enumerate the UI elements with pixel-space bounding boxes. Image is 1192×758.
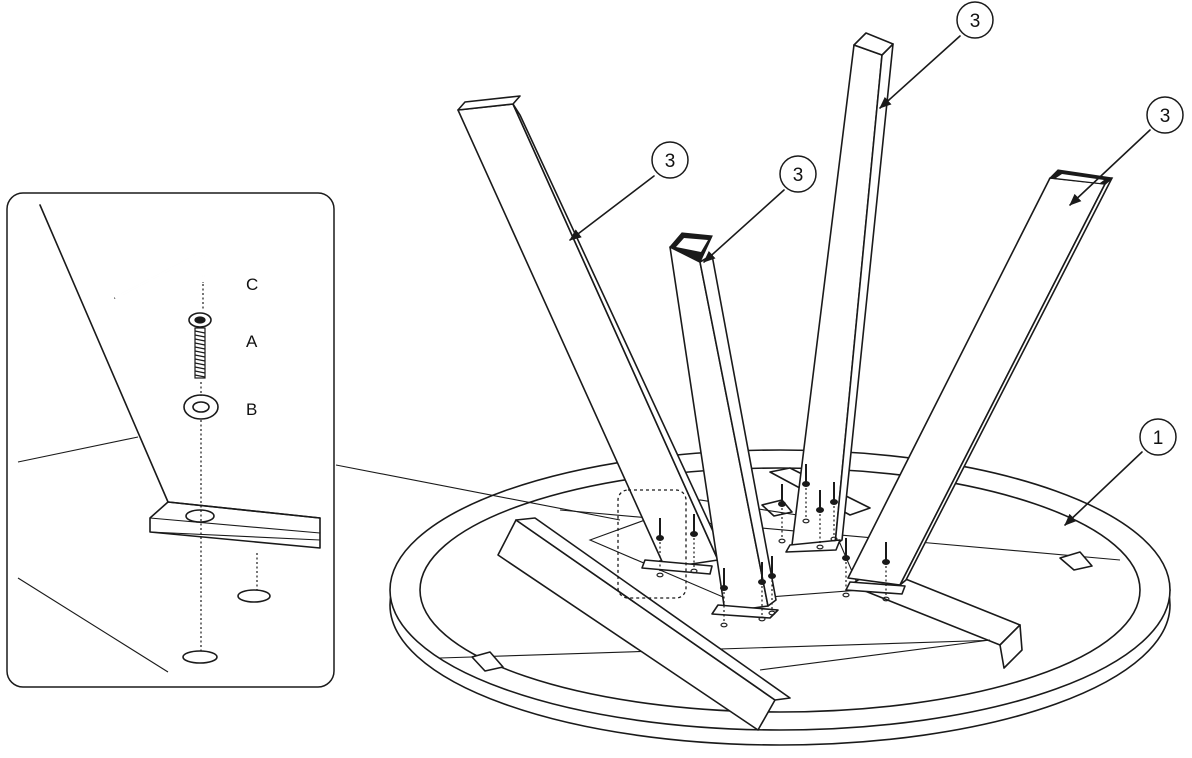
detail-panel: C A B [6,192,335,688]
callout-number: 3 [970,11,981,32]
callout-leg-2: 3 [703,155,817,263]
detail-area-marker [617,489,687,599]
label-bolt: A [246,332,258,351]
bolt [758,562,766,622]
label-allen-key: C [246,275,258,294]
bolt [802,464,810,524]
callout-table-top: 1 [1064,418,1177,526]
bolt-icon [188,312,212,379]
bolt [720,568,728,628]
detail-leader-line [335,464,621,521]
callout-number: 3 [665,151,676,172]
bolt [656,518,664,578]
bolt [778,484,786,544]
leg [791,32,894,546]
mounting-hardware [641,539,906,619]
callout-leg-1: 3 [569,141,689,241]
bolt [816,490,824,550]
bolt [768,556,776,616]
table-top [389,449,1171,746]
bolt [882,542,890,602]
callout-leg-4: 3 [1069,96,1184,206]
bolt [830,482,838,542]
leg [669,232,777,613]
callout-leg-3: 3 [879,1,994,109]
bolt [690,514,698,574]
label-washer: B [246,400,257,419]
callout-number: 3 [1160,106,1171,127]
washer-icon [183,394,219,420]
bolt [842,538,850,598]
legs [457,32,1114,613]
bolt-set [656,464,890,628]
callout-number: 1 [1153,428,1164,449]
callout-number: 3 [793,165,804,186]
under-frame [497,467,1023,731]
leg [847,169,1114,586]
